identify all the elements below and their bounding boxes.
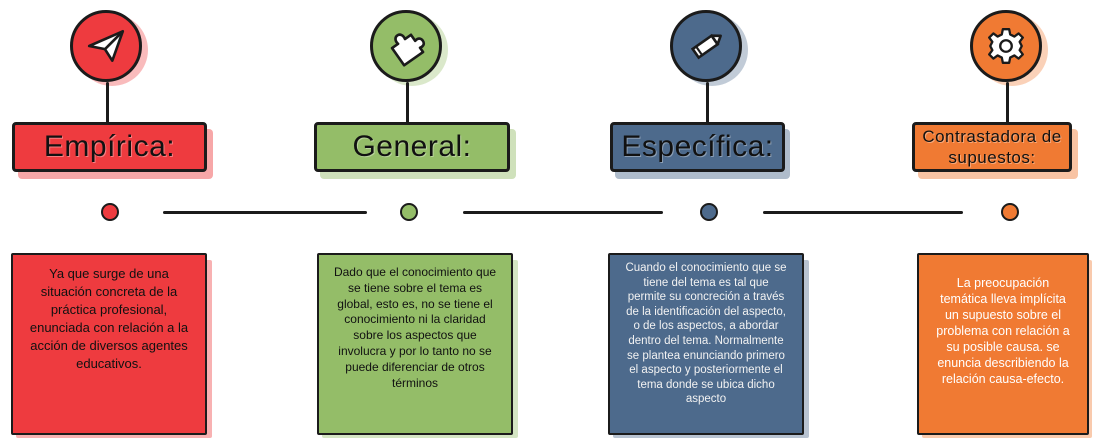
stage-title-box: General: xyxy=(314,122,510,172)
icon-badge xyxy=(970,10,1050,90)
timeline-segment xyxy=(763,211,963,214)
stage-title: Contrastadora de supuestos: xyxy=(922,127,1062,167)
pencil-icon xyxy=(670,10,742,82)
puzzle-piece-icon xyxy=(370,10,442,82)
timeline-dot xyxy=(101,203,119,221)
stage-title: General: xyxy=(352,130,472,163)
stage-title-box: Empírica: xyxy=(12,122,207,172)
stage-description-box: Dado que el conocimiento que se tiene so… xyxy=(317,253,513,435)
icon-badge xyxy=(70,10,150,90)
stage-description-box: Cuando el conocimiento que se tiene del … xyxy=(608,253,804,435)
icon-badge xyxy=(670,10,750,90)
timeline-segment xyxy=(463,211,663,214)
stage-contrastadora: Contrastadora de supuestos: La preocupac… xyxy=(900,0,1093,438)
stage-description-box: La preocupación temática lleva implícita… xyxy=(917,253,1089,435)
paper-plane-icon xyxy=(70,10,142,82)
stage-title: Específica: xyxy=(621,130,774,163)
stage-description: La preocupación temática lleva implícita… xyxy=(936,276,1070,386)
icon-badge xyxy=(370,10,450,90)
gear-icon xyxy=(970,10,1042,82)
timeline-segment xyxy=(163,211,367,214)
stage-especifica: Específica: Cuando el conocimiento que s… xyxy=(600,0,850,438)
stage-title: Empírica: xyxy=(43,130,176,163)
stage-general: General: Dado que el conocimiento que se… xyxy=(300,0,550,438)
connector-stem xyxy=(406,82,409,124)
stage-title-box: Específica: xyxy=(610,122,785,172)
stage-description-box: Ya que surge de una situación concreta d… xyxy=(11,253,207,435)
stage-description: Ya que surge de una situación concreta d… xyxy=(29,266,189,371)
timeline-dot xyxy=(400,203,418,221)
stage-title-box: Contrastadora de supuestos: xyxy=(912,122,1072,172)
stage-description: Cuando el conocimiento que se tiene del … xyxy=(625,262,787,406)
connector-stem xyxy=(106,82,109,124)
stage-description: Dado que el conocimiento que se tiene so… xyxy=(333,265,497,390)
stage-empirica: Empírica: Ya que surge de una situación … xyxy=(0,0,250,438)
connector-stem xyxy=(706,82,709,124)
timeline-dot xyxy=(1001,203,1019,221)
timeline-dot xyxy=(700,203,718,221)
connector-stem xyxy=(1006,82,1009,124)
